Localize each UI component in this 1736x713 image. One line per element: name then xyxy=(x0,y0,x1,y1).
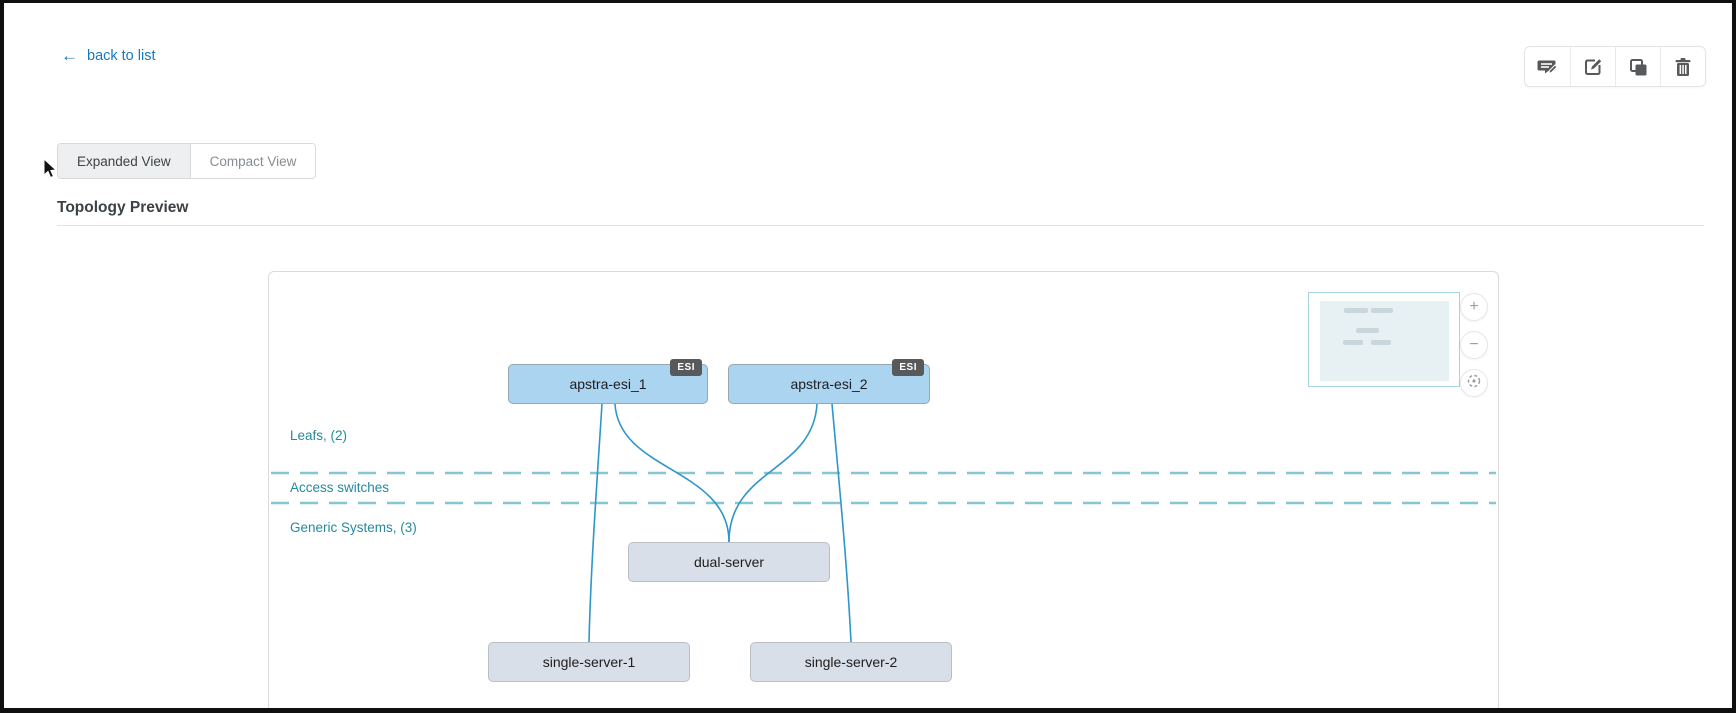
back-link-label: back to list xyxy=(87,47,156,64)
trash-icon xyxy=(1674,57,1692,77)
page-title: Topology Preview xyxy=(57,199,189,216)
view-tabs: Expanded View Compact View xyxy=(57,143,317,179)
note-edit-button[interactable] xyxy=(1525,47,1570,86)
action-toolbar xyxy=(1524,46,1706,87)
zoom-out-button[interactable]: − xyxy=(1460,331,1488,359)
topology-links xyxy=(271,403,1496,643)
tab-expanded-view[interactable]: Expanded View xyxy=(58,144,190,178)
node-label: dual-server xyxy=(693,554,765,570)
node-apstra-esi-2[interactable]: apstra-esi_2 ESI xyxy=(728,359,930,404)
minus-icon: − xyxy=(1469,336,1479,353)
layer-label-generic-systems: Generic Systems, (3) xyxy=(290,520,417,535)
tab-compact-view[interactable]: Compact View xyxy=(189,144,316,178)
clone-button[interactable] xyxy=(1615,47,1660,86)
minimap-node xyxy=(1371,308,1393,313)
node-dual-server[interactable]: dual-server xyxy=(628,542,830,582)
plus-icon: + xyxy=(1469,298,1479,315)
section-divider xyxy=(57,225,1704,226)
node-single-server-2[interactable]: single-server-2 xyxy=(750,642,952,682)
layer-label-leafs: Leafs, (2) xyxy=(290,428,348,443)
node-label: apstra-esi_2 xyxy=(790,376,868,392)
zoom-in-button[interactable]: + xyxy=(1460,293,1488,321)
minimap-node xyxy=(1371,340,1391,345)
center-view-button[interactable] xyxy=(1460,369,1488,397)
crosshair-icon xyxy=(1466,373,1482,393)
node-label: single-server-2 xyxy=(804,654,898,670)
node-label: single-server-1 xyxy=(542,654,636,670)
back-arrow-icon: ← xyxy=(61,46,78,65)
note-edit-icon xyxy=(1537,57,1559,77)
node-label: apstra-esi_1 xyxy=(569,376,647,392)
esi-badge: ESI xyxy=(892,359,924,376)
delete-button[interactable] xyxy=(1660,47,1705,86)
node-apstra-esi-1[interactable]: apstra-esi_1 ESI xyxy=(508,359,708,404)
esi-badge: ESI xyxy=(670,359,702,376)
minimap-node xyxy=(1344,308,1368,313)
topology-canvas[interactable]: Leafs, (2) Access switches Generic Syste… xyxy=(268,271,1499,708)
back-to-list-link[interactable]: ← back to list xyxy=(61,47,156,64)
minimap-node xyxy=(1356,328,1379,333)
edit-button[interactable] xyxy=(1570,47,1615,86)
zoom-controls: + − xyxy=(1460,293,1488,407)
minimap[interactable] xyxy=(1308,292,1460,387)
layer-label-access-switches: Access switches xyxy=(290,480,390,495)
clone-icon xyxy=(1628,57,1648,77)
edit-icon xyxy=(1583,57,1603,77)
minimap-node xyxy=(1343,340,1363,345)
node-single-server-1[interactable]: single-server-1 xyxy=(488,642,690,682)
